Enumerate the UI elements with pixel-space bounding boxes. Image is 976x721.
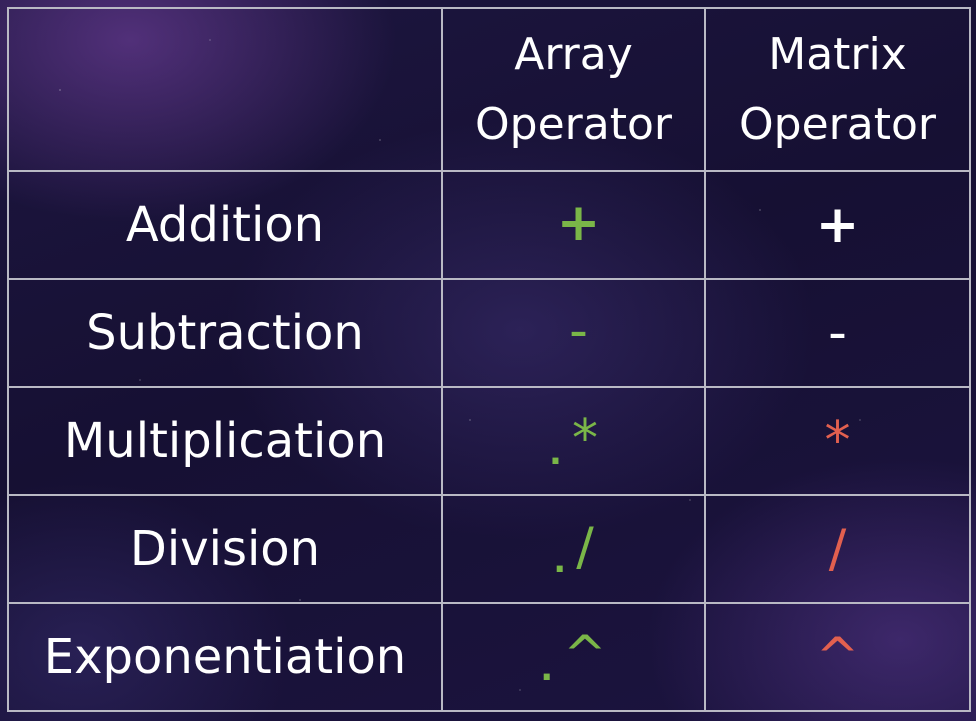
matrix-operator-cell: + — [704, 170, 971, 280]
array-operator-cell: .* — [441, 386, 706, 496]
operation-label: Multiplication — [7, 386, 443, 496]
array-symbol: - — [569, 301, 588, 361]
operation-label: Subtraction — [7, 278, 443, 388]
table-row: Division ./ / — [7, 494, 971, 604]
matrix-header-line1: Matrix — [768, 28, 907, 80]
array-symbol: * — [571, 409, 598, 469]
table-row: Multiplication .* * — [7, 386, 971, 496]
array-header-line2: Operator — [475, 98, 672, 150]
matrix-operator-cell: * — [704, 386, 971, 496]
array-dot: . — [549, 433, 562, 473]
array-symbol: / — [576, 517, 594, 577]
operation-label: Addition — [7, 170, 443, 280]
header-row: Array Operator Matrix Operator — [7, 7, 971, 172]
operation-label: Division — [7, 494, 443, 604]
array-dot: . — [553, 541, 567, 581]
table-row: Subtraction - - — [7, 278, 971, 388]
matrix-symbol: + — [815, 195, 860, 255]
matrix-operator-cell: ^ — [704, 602, 971, 712]
array-dot: . — [540, 649, 554, 689]
array-operator-cell: + — [441, 170, 706, 280]
matrix-header-line2: Operator — [739, 98, 936, 150]
matrix-symbol: / — [828, 519, 847, 579]
matrix-operator-header: Matrix Operator — [704, 7, 971, 172]
array-header-line1: Array — [514, 28, 633, 80]
matrix-operator-cell: - — [704, 278, 971, 388]
table-row: Addition + + — [7, 170, 971, 280]
array-operator-cell: - — [441, 278, 706, 388]
matrix-symbol: - — [828, 303, 847, 363]
corner-cell — [7, 7, 443, 172]
operators-table: Array Operator Matrix Operator Addition … — [7, 7, 971, 712]
matrix-operator-cell: / — [704, 494, 971, 604]
matrix-symbol: * — [824, 411, 851, 471]
matrix-symbol: ^ — [815, 627, 860, 687]
array-operator-header: Array Operator — [441, 7, 706, 172]
array-symbol: + — [556, 193, 601, 253]
array-operator-cell: .^ — [441, 602, 706, 712]
array-operator-cell: ./ — [441, 494, 706, 604]
array-symbol: ^ — [563, 625, 607, 685]
table-row: Exponentiation .^ ^ — [7, 602, 971, 712]
operation-label: Exponentiation — [7, 602, 443, 712]
